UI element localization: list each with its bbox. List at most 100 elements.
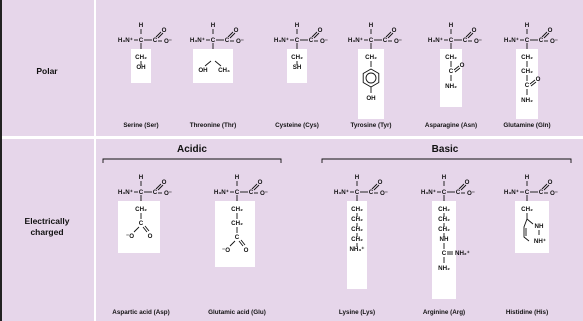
side-chain-atom-label: ⁻O [126, 233, 134, 240]
side-chain-bond [214, 60, 222, 67]
carboxylate-oxygen-label: O⁻ [550, 38, 558, 45]
side-chain-box [515, 201, 549, 253]
side-chain-atom-label: NH [440, 236, 449, 243]
carboxyl-carbon-label: C [456, 189, 461, 196]
side-chain-atom-label: C [442, 250, 447, 257]
carboxylate-oxygen-label: O⁻ [394, 38, 402, 45]
carbonyl-bond-1 [227, 31, 234, 38]
amino-acid-name: Cysteine (Cys) [275, 122, 319, 129]
alpha-carbon-label: C [525, 189, 530, 196]
alpha-carbon-label: C [525, 37, 530, 44]
side-chain-atom-label: OH [366, 95, 376, 102]
carboxylate-oxygen-label: O⁻ [260, 190, 268, 197]
alpha-hydrogen-label: H [355, 174, 360, 181]
amino-group-label: H₃N⁺ [428, 37, 443, 44]
side-chain-atom-label: OH [136, 64, 146, 71]
carbonyl-oxygen-label: O [258, 179, 263, 186]
side-chain-atom-label: CH₂ [521, 68, 533, 75]
side-chain-atom-label: CH₃ [218, 67, 230, 74]
side-chain-atom-label: CH₂ [521, 54, 533, 61]
amino-group-label: H₃N⁺ [348, 37, 363, 44]
carbonyl-bond-2 [253, 184, 260, 191]
carbonyl-oxygen-label: O [472, 27, 477, 34]
carbonyl-oxygen-label: O [162, 27, 167, 34]
amino-acid-name: Lysine (Lys) [339, 309, 375, 316]
amino-group-label: H₃N⁺ [274, 37, 289, 44]
basic-bracket [321, 158, 572, 163]
carbonyl-oxygen-label: O [465, 179, 470, 186]
amino-group-label: H₃N⁺ [118, 37, 133, 44]
side-chain-atom-label: O [244, 247, 249, 254]
amino-acid-name: Glutamine (Gln) [503, 122, 550, 129]
alpha-carbon-label: C [355, 189, 360, 196]
carbonyl-bond-1 [465, 31, 472, 38]
side-chain-box [193, 49, 233, 83]
acidic-bracket [102, 158, 282, 163]
carbonyl-oxygen-label: O [548, 27, 553, 34]
side-chain-atom-label: NH₂ [521, 97, 533, 104]
side-chain-atom-label: CH₂ [135, 206, 147, 213]
amino-acid-name: Histidine (His) [506, 309, 548, 316]
side-chain-atom-label: NH₃⁺ [349, 246, 364, 253]
row-label-polar: Polar [36, 66, 58, 76]
alpha-carbon-label: C [139, 37, 144, 44]
side-chain-atom-label: CH₂ [445, 54, 457, 61]
side-chain-box [358, 49, 384, 119]
carboxylate-oxygen-label: O⁻ [380, 190, 388, 197]
carbonyl-bond-1 [311, 31, 318, 38]
alpha-carbon-label: C [369, 37, 374, 44]
alpha-hydrogen-label: H [295, 22, 300, 29]
side-chain-atom-label: NH₂ [445, 83, 457, 90]
carboxyl-carbon-label: C [539, 189, 544, 196]
side-chain-bond [133, 226, 140, 233]
row-label-charged-line1: Electrically [25, 216, 70, 226]
side-chain-bond [229, 240, 236, 247]
amino-group-label: H₃N⁺ [214, 189, 229, 196]
content-panel-charged [96, 139, 583, 321]
imidazole-ring [523, 218, 530, 242]
amino-acid-name: Arginine (Arg) [423, 309, 465, 316]
carboxyl-carbon-label: C [153, 189, 158, 196]
amino-group-label: H₃N⁺ [118, 189, 133, 196]
group-label-acidic: Acidic [177, 144, 207, 155]
side-chain-atom-label: CH₂ [135, 54, 147, 61]
carbonyl-bond [453, 65, 460, 71]
content-panel-polar [96, 0, 583, 136]
side-chain-atom-label: CH₂ [521, 206, 533, 213]
amino-group-label: H₃N⁺ [334, 189, 349, 196]
alpha-carbon-label: C [295, 37, 300, 44]
side-chain-atom-label: CH₂ [365, 54, 377, 61]
imidazole-ring [526, 218, 534, 225]
alpha-hydrogen-label: H [235, 174, 240, 181]
group-label-basic: Basic [432, 144, 459, 155]
row-label-charged-line2: charged [30, 227, 63, 237]
side-chain-atom-label: NH⁺ [534, 238, 546, 245]
side-chain-atom-label: CH₂ [351, 206, 363, 213]
alpha-hydrogen-label: H [449, 22, 454, 29]
alpha-hydrogen-label: H [525, 22, 530, 29]
carbonyl-bond [240, 239, 246, 246]
carbonyl-bond-2 [157, 32, 164, 39]
carbonyl-bond-2 [460, 184, 467, 191]
carbonyl-bond [529, 79, 536, 85]
amino-group-label: H₃N⁺ [504, 189, 519, 196]
carbonyl-oxygen-label: O [548, 179, 553, 186]
row-label-panel-charged [0, 139, 94, 321]
side-chain-atom-label: C [139, 220, 144, 227]
carboxyl-carbon-label: C [463, 37, 468, 44]
side-chain-atom-label: CH₂ [438, 216, 450, 223]
carbonyl-bond-2 [467, 32, 474, 39]
alpha-hydrogen-label: H [525, 174, 530, 181]
carbonyl-oxygen-label: O [318, 27, 323, 34]
carboxyl-carbon-label: C [539, 37, 544, 44]
side-chain-atom-label: CH₂ [438, 206, 450, 213]
amino-acid-name: Aspartic acid (Asp) [112, 309, 169, 316]
side-chain-atom-label: NH₂⁺ [455, 250, 470, 257]
side-chain-box [516, 49, 538, 119]
carbonyl-bond-1 [458, 183, 465, 190]
